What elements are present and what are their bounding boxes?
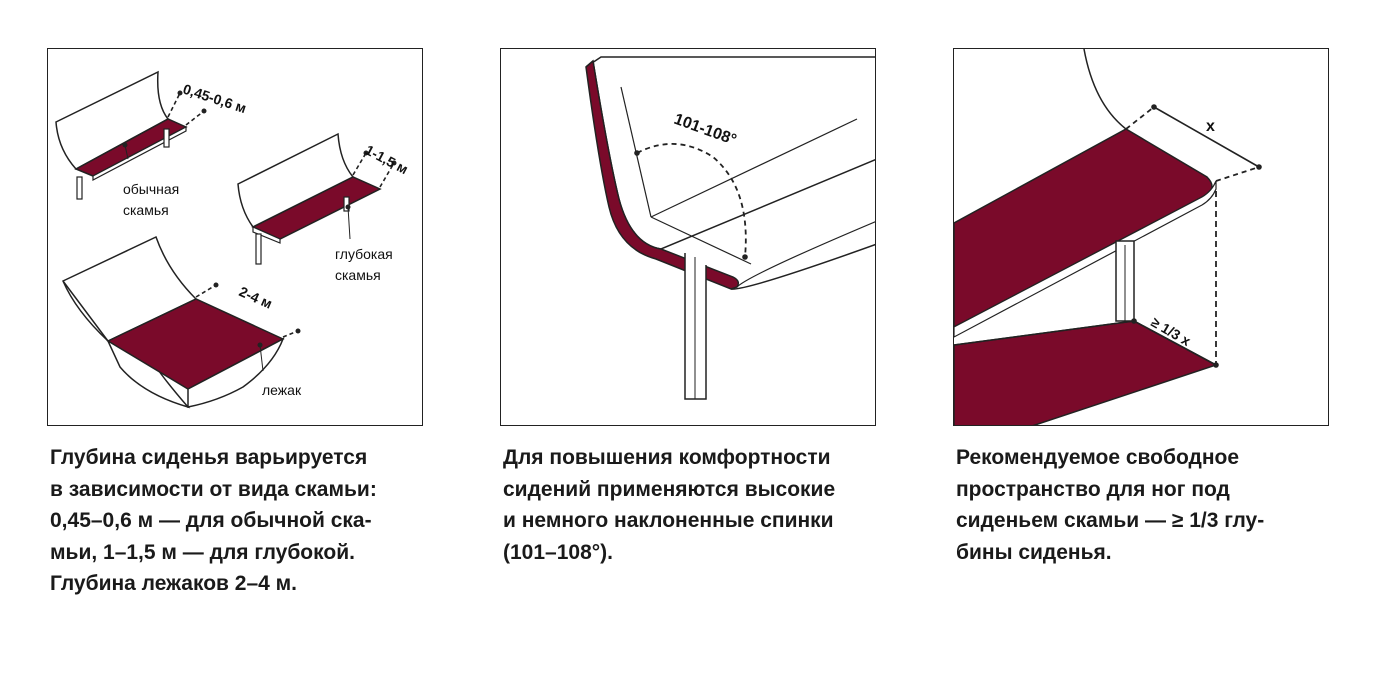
caption-line: (101–108°). (503, 540, 613, 564)
deep-bench (237, 132, 397, 265)
bench-types-diagram: 0,45-0,6 м обычная скамья 1-1,5 м глубок… (47, 48, 423, 426)
deep-bench-name-line-1: глубокая (335, 246, 393, 262)
caption-line: сидений применяются высокие (503, 477, 836, 501)
backrest-angle-diagram: 101-108° (500, 48, 876, 426)
deep-bench-depth-label: 1-1,5 м (363, 142, 411, 178)
caption-line: в зависимости от вида скамьи: (50, 477, 377, 501)
caption-line: и немного наклоненные спинки (503, 509, 834, 532)
backrest-angle-illustration: 101-108° (585, 49, 875, 400)
caption-seat-depth: Глубина сиденья варьируется в зависимост… (50, 442, 440, 600)
caption-line: Для повышения комфортности (503, 446, 831, 469)
lounger (62, 235, 301, 409)
leg-clearance-diagram: x ≥ 1/3 x (953, 48, 1329, 426)
caption-line: сиденьем скамьи — ≥ 1/3 глу- (956, 509, 1265, 532)
lounger-name-label: лежак (262, 382, 302, 398)
caption-leg-space: Рекомендуемое свободное пространство для… (956, 442, 1346, 568)
caption-line: пространство для ног под (956, 477, 1230, 501)
caption-line: мьи, 1–1,5 м — для глубокой. (50, 540, 355, 564)
deep-bench-name-line-2: скамья (335, 267, 381, 283)
backrest-cushion (585, 59, 740, 290)
caption-line: Рекомендуемое свободное (956, 446, 1240, 469)
bench-types-illustration: 0,45-0,6 м обычная скамья 1-1,5 м глубок… (55, 70, 411, 409)
upper-seat (954, 128, 1213, 328)
depth-x-label: x (1206, 118, 1215, 135)
leg-clearance-illustration: x ≥ 1/3 x (954, 49, 1262, 425)
caption-backrest: Для повышения комфортности сидений приме… (503, 442, 893, 568)
caption-line: бины сиденья. (956, 540, 1112, 564)
caption-line: Глубина сиденья варьируется (50, 446, 368, 469)
caption-line: 0,45–0,6 м — для обычной ска- (50, 509, 372, 532)
caption-line: Глубина лежаков 2–4 м. (50, 572, 298, 595)
lounger-depth-label: 2-4 м (237, 283, 275, 312)
regular-bench (55, 70, 207, 200)
regular-bench-name-line-1: обычная (123, 181, 179, 197)
regular-bench-name-line-2: скамья (123, 202, 169, 218)
regular-bench-depth-label: 0,45-0,6 м (181, 81, 248, 116)
